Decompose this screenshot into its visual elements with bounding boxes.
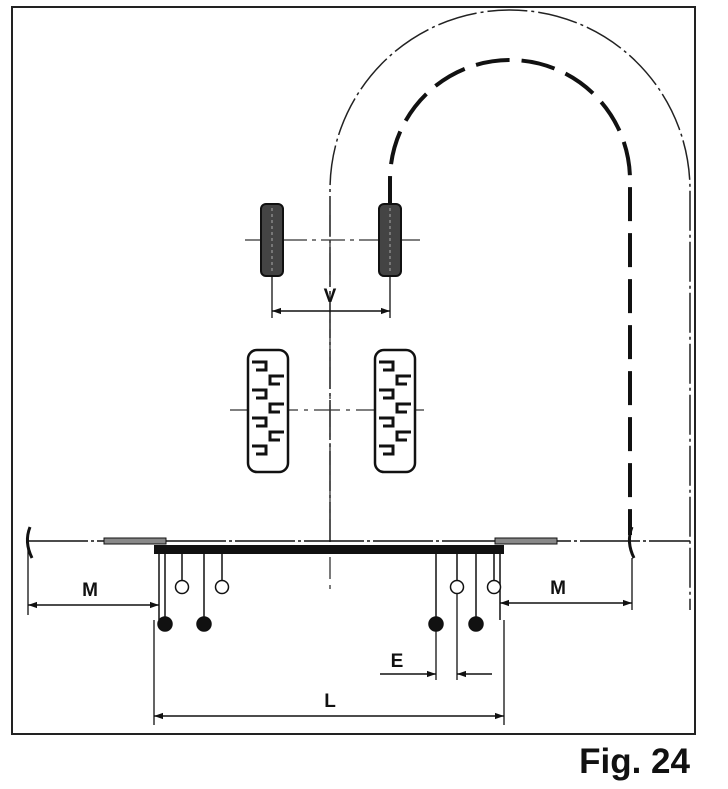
label-v: V bbox=[324, 286, 337, 307]
left-coupler bbox=[103, 537, 167, 545]
front-wheel-right bbox=[378, 203, 402, 277]
dimension-e: E bbox=[380, 594, 492, 680]
rear-wheel-left bbox=[246, 348, 290, 474]
label-e: E bbox=[391, 651, 404, 672]
dimension-v: V bbox=[271, 276, 391, 318]
inner-turn-path bbox=[388, 58, 632, 535]
left-tine-group bbox=[157, 554, 230, 632]
figure-frame bbox=[11, 6, 696, 735]
rear-wheel-right bbox=[373, 348, 417, 474]
dimension-m-right: M bbox=[500, 558, 633, 610]
label-l: L bbox=[324, 691, 336, 712]
outer-turn-path bbox=[329, 9, 691, 610]
label-m-left: M bbox=[82, 580, 98, 601]
dimension-l: L bbox=[153, 620, 505, 725]
figure-caption: Fig. 24 bbox=[579, 742, 690, 781]
front-wheel-left bbox=[260, 203, 284, 277]
dimension-m-left: M bbox=[27, 548, 159, 615]
right-end-bracket bbox=[627, 526, 636, 559]
implement-bar bbox=[154, 545, 504, 554]
label-m-right: M bbox=[550, 578, 566, 599]
right-coupler bbox=[494, 537, 558, 545]
left-end-bracket bbox=[25, 526, 34, 559]
right-tine-group bbox=[428, 554, 502, 632]
